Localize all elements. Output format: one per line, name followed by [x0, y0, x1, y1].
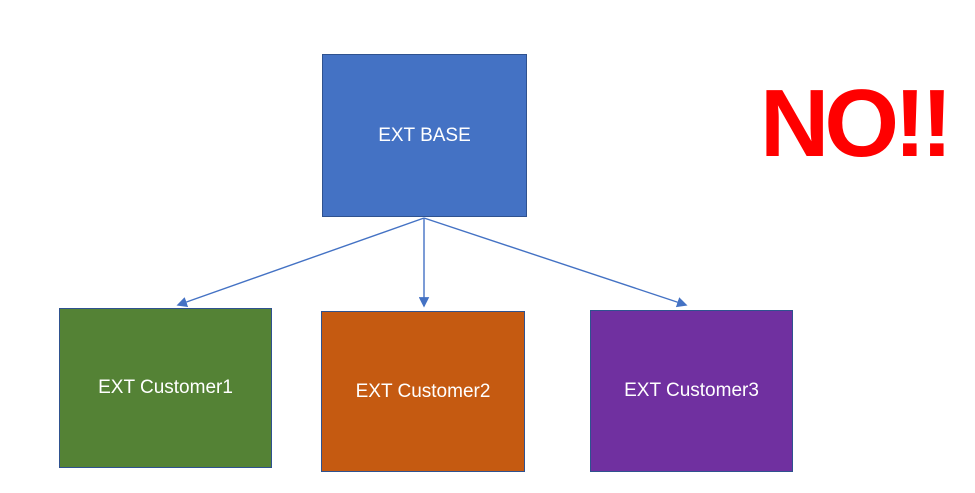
node-ext-customer1-label: EXT Customer1 — [98, 377, 233, 398]
node-ext-base: EXT BASE — [322, 54, 527, 217]
node-ext-customer2: EXT Customer2 — [321, 311, 525, 472]
no-annotation: NO!! — [760, 70, 953, 177]
node-ext-customer1: EXT Customer1 — [59, 308, 272, 468]
node-ext-customer3: EXT Customer3 — [590, 310, 793, 472]
node-ext-customer3-label: EXT Customer3 — [624, 380, 759, 401]
node-ext-customer2-label: EXT Customer2 — [355, 380, 491, 402]
edge-base-to-customer3 — [423, 217, 688, 308]
node-ext-base-label: EXT BASE — [378, 124, 471, 146]
edge-base-to-customer1 — [176, 217, 425, 307]
